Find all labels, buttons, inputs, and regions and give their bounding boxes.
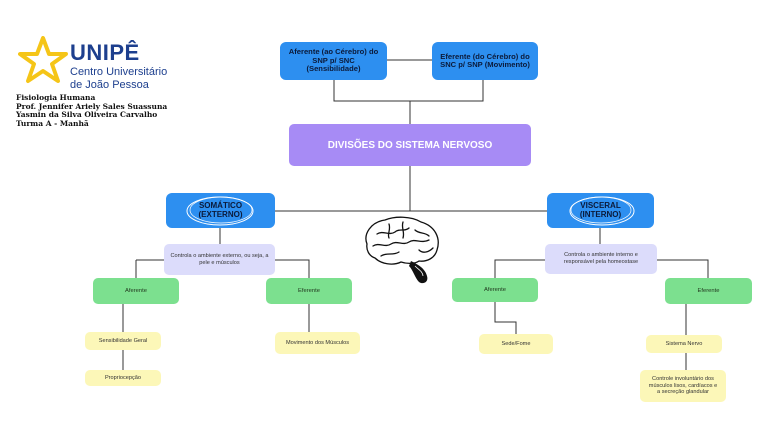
info-line: Turma A - Manhã bbox=[16, 118, 89, 128]
course-info: Fisiologia Humana Prof. Jennifer Ariely … bbox=[16, 93, 168, 128]
info-line: Yasmin da Silva Oliveira Carvalho bbox=[16, 110, 158, 120]
star-logo-icon bbox=[18, 36, 68, 83]
box-line: responsável pela homeostase bbox=[563, 259, 639, 265]
box-line: músculos lisos, cardíacos e bbox=[648, 382, 718, 389]
logo-subtitle-line: Centro Universitário bbox=[70, 66, 168, 78]
box-line: pele e músculos bbox=[199, 259, 240, 266]
afferent-top-box: Aferente (ao Cérebro) do SNP p/ SNC (Sen… bbox=[280, 42, 387, 80]
box-line: Aferente (ao Cérebro) do bbox=[288, 47, 379, 57]
box-line: Controla o ambiente externo, ou seja, a bbox=[170, 252, 269, 259]
visceral-efferent-item: Sistema Nervo bbox=[646, 335, 722, 353]
logo-subtitle: Centro Universitário de João Pessoa bbox=[70, 66, 180, 92]
box-line: Eferente (do Cérebro) do bbox=[440, 51, 530, 61]
visceral-afferent-item: Sede/Fome bbox=[479, 334, 553, 354]
center-title: DIVISÕES DO SISTEMA NERVOSO bbox=[289, 124, 531, 166]
box-line: Controla o ambiente interno e bbox=[564, 252, 638, 259]
visceral-afferent-box: Aferente bbox=[452, 278, 538, 302]
efferent-top-box: Eferente (do Cérebro) do SNC p/ SNP (Mov… bbox=[432, 42, 538, 80]
somatic-efferent-item: Movimento dos Músculos bbox=[275, 332, 360, 354]
somatic-box: SOMÁTICO (EXTERNO) bbox=[166, 193, 275, 228]
somatic-afferent-item: Sensibilidade Geral bbox=[85, 332, 161, 350]
visceral-efferent-box: Eferente bbox=[665, 278, 752, 304]
visceral-efferent-detail: Controle involuntário dos músculos lisos… bbox=[640, 370, 726, 402]
box-line: SNC p/ SNP (Movimento) bbox=[440, 60, 530, 69]
box-line: (EXTERNO) bbox=[198, 209, 243, 219]
visceral-description: Controla o ambiente interno e responsáve… bbox=[545, 244, 657, 274]
brain-icon bbox=[365, 216, 439, 284]
info-line: Prof. Jennifer Ariely Sales Suassuna bbox=[16, 101, 168, 111]
box-line: (INTERNO) bbox=[579, 209, 622, 219]
visceral-box: VISCERAL (INTERNO) bbox=[547, 193, 654, 228]
logo-subtitle-line: de João Pessoa bbox=[70, 79, 149, 91]
somatic-afferent-item: Propriocepção bbox=[85, 370, 161, 386]
somatic-afferent-box: Aferente bbox=[93, 278, 179, 304]
box-line: (Sensibilidade) bbox=[306, 64, 361, 74]
box-line: SNP p/ SNC bbox=[312, 55, 355, 65]
box-line: a secreção glandular bbox=[657, 389, 709, 396]
box-line: Controle involuntário dos bbox=[652, 376, 714, 383]
logo-name: UNIPÊ bbox=[70, 40, 140, 65]
info-line: Fisiologia Humana bbox=[16, 93, 96, 102]
somatic-description: Controla o ambiente externo, ou seja, a … bbox=[164, 244, 275, 275]
somatic-efferent-box: Eferente bbox=[266, 278, 352, 304]
